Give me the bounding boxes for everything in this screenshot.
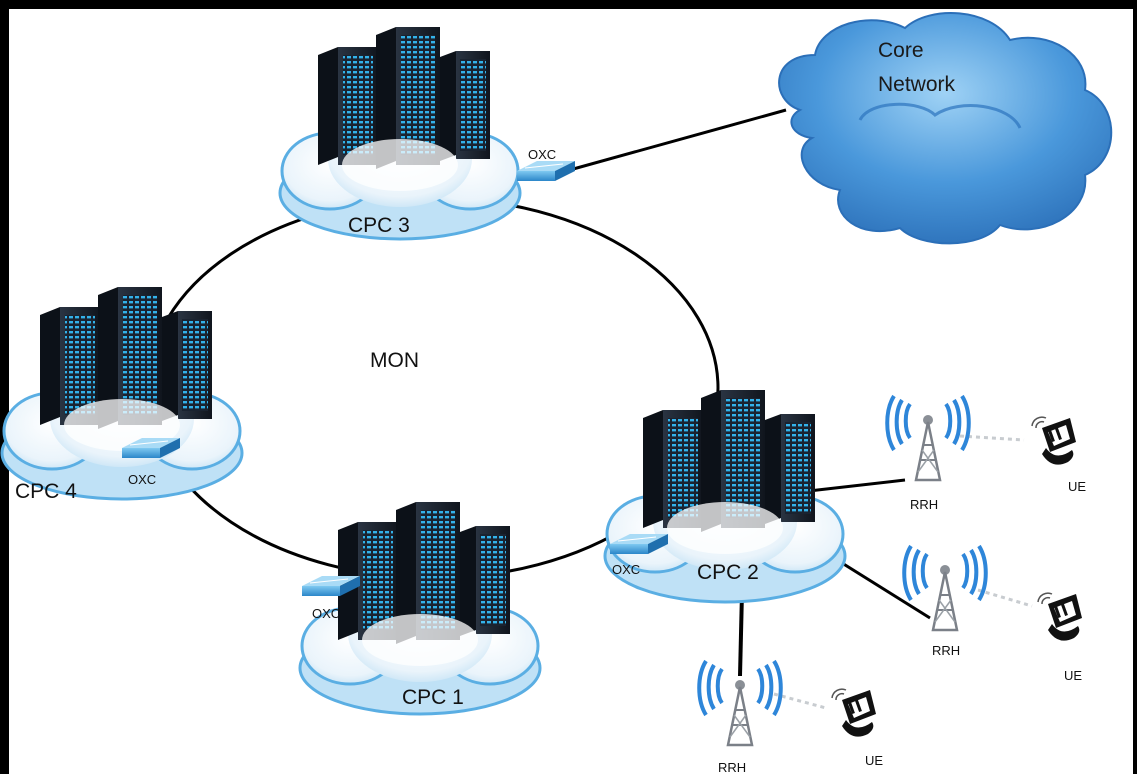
ue-label-1: UE [1068,479,1086,494]
ue-label-2: UE [1064,668,1082,683]
core-network-cloud: Core Network [778,12,1113,245]
ue-device-1 [1031,416,1077,466]
oxc-label-cpc2: OXC [612,562,640,577]
rrh-antenna-2 [902,544,988,632]
wireless-link-2 [977,588,1033,608]
rrh-antenna-1 [885,394,971,482]
link-cpc2-rrh1 [799,478,906,494]
core-label-line1: Core [878,39,924,62]
cpc4-datacenter [0,285,244,501]
cpc4-label: CPC 4 [15,480,77,503]
wireless-link-3 [773,692,827,710]
ue-device-2 [1037,592,1083,642]
rrh-label-1: RRH [910,497,938,512]
wireless-link-1 [959,434,1025,442]
rrh-label-2: RRH [932,643,960,658]
cpc1-label: CPC 1 [402,686,464,709]
cpc3-label: CPC 3 [348,214,410,237]
oxc-label-cpc3: OXC [528,147,556,162]
ue-label-3: UE [865,753,883,768]
mon-label: MON [370,349,419,372]
link-cpc2-rrh3 [738,591,744,677]
oxc-label-cpc4: OXC [128,472,156,487]
oxc-cpc3 [516,160,576,182]
cpc2-label: CPC 2 [697,561,759,584]
cpc3-datacenter [278,25,522,241]
core-label-line2: Network [878,73,956,96]
rrh-label-3: RRH [718,760,746,774]
core-link [547,108,787,178]
ue-device-3 [831,688,877,738]
oxc-label-cpc1: OXC [312,606,340,621]
